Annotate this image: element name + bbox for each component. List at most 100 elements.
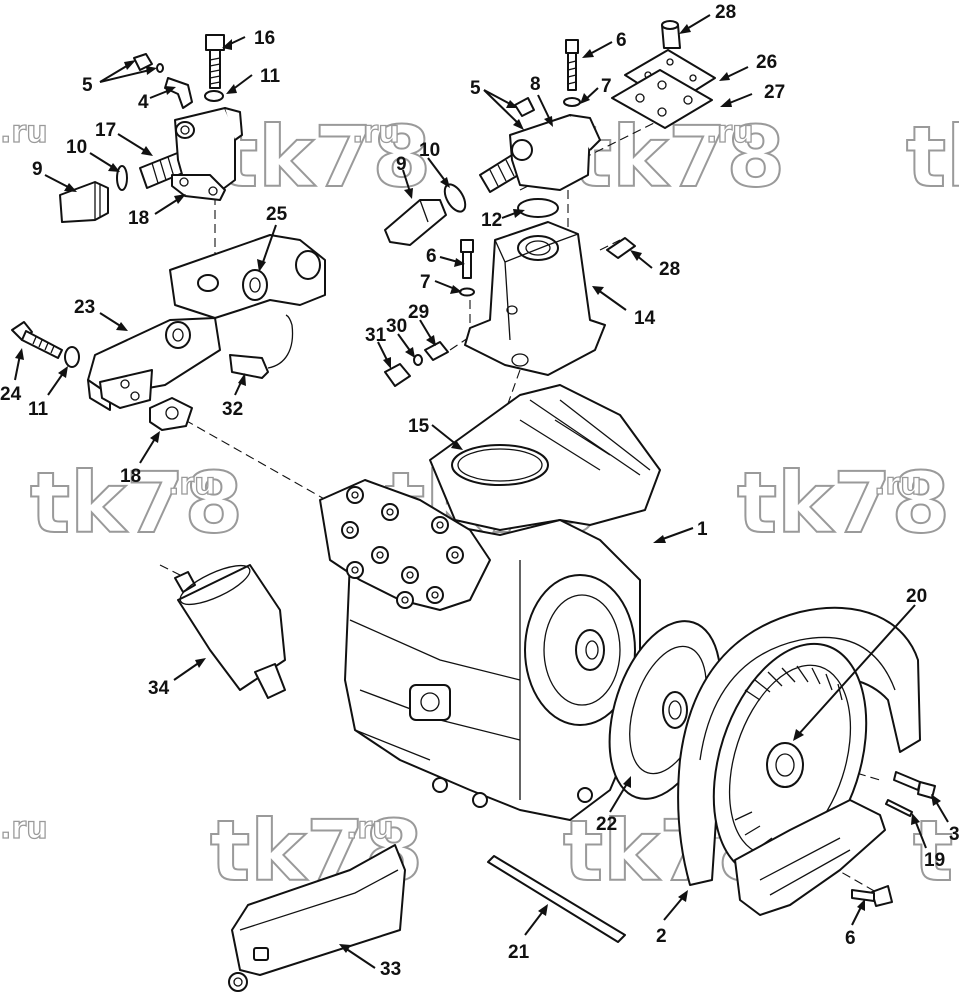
filter-34 xyxy=(174,564,286,699)
watermark-brand-partial: tk xyxy=(913,802,959,900)
callout-34: 34 xyxy=(148,678,170,699)
fitting-29 xyxy=(424,341,449,361)
leader-18a xyxy=(154,194,186,215)
o-ring-10 xyxy=(116,165,128,191)
callout-23: 23 xyxy=(74,297,95,318)
washer-7-mid xyxy=(459,287,475,297)
watermark-suffix: .ru xyxy=(352,115,400,150)
leader-10 xyxy=(89,152,120,172)
leader-2 xyxy=(663,890,688,921)
bolt-19 xyxy=(893,771,936,799)
callout-11: 11 xyxy=(260,66,281,87)
leader-26 xyxy=(719,66,749,81)
cap-31 xyxy=(384,363,411,387)
watermark-fragment: .ru xyxy=(0,115,48,150)
leader-18b xyxy=(139,431,160,464)
watermark-brand: tk78 xyxy=(572,108,785,206)
leader-21 xyxy=(524,904,548,936)
gasket-18-lower xyxy=(149,397,193,431)
cap-5 xyxy=(133,53,164,73)
watermark-fragment: .ru xyxy=(0,811,48,846)
elbow-fitting-4 xyxy=(164,77,193,109)
callout-9: 9 xyxy=(32,159,43,180)
callout-8: 8 xyxy=(530,74,541,95)
callout-11b: 11 xyxy=(28,399,49,420)
leader-25 xyxy=(257,224,277,272)
leader-7b xyxy=(434,280,462,294)
leader-23 xyxy=(99,312,128,331)
cap-28-top xyxy=(661,20,681,49)
callout-1: 1 xyxy=(697,519,708,540)
leader-16 xyxy=(222,36,246,50)
leader-11 xyxy=(226,74,253,94)
callout-4: 4 xyxy=(138,92,149,113)
leader-arrows xyxy=(14,14,949,969)
callout-6c: 6 xyxy=(845,928,856,949)
callout-15: 15 xyxy=(408,416,430,437)
callout-7b: 7 xyxy=(420,272,431,293)
leader-10b xyxy=(427,157,450,188)
gasket-27 xyxy=(611,69,713,129)
watermark-suffix: .ru xyxy=(168,467,216,502)
callout-19: 19 xyxy=(924,850,945,871)
callout-21: 21 xyxy=(508,942,530,963)
leader-3 xyxy=(931,794,949,823)
washer-11-left xyxy=(64,346,80,368)
leader-9b xyxy=(402,169,413,199)
leader-33 xyxy=(339,944,376,969)
head-bolts xyxy=(341,486,464,609)
leader-28b xyxy=(630,250,653,269)
o-ring-30 xyxy=(413,354,423,366)
fitting-nut-9 xyxy=(59,181,109,223)
callout-20: 20 xyxy=(906,586,927,607)
callout-24: 24 xyxy=(0,384,22,405)
callout-labels: 16 11 5 4 17 10 9 18 25 23 24 11 32 18 2… xyxy=(0,2,959,980)
callout-28b: 28 xyxy=(659,259,680,280)
callout-33: 33 xyxy=(380,959,401,980)
callout-25: 25 xyxy=(266,204,288,225)
fitting-nut-9-right xyxy=(384,199,447,246)
watermark-suffix: .ru xyxy=(874,467,922,502)
gasket-18-top xyxy=(171,174,226,201)
callout-29: 29 xyxy=(408,302,429,323)
callout-22: 22 xyxy=(596,814,617,835)
leader-5a xyxy=(99,60,136,83)
leader-31 xyxy=(377,341,391,369)
leader-22 xyxy=(609,776,631,813)
callout-10b: 10 xyxy=(419,140,440,161)
callout-6b: 6 xyxy=(426,246,437,267)
bolt-6-mid xyxy=(460,239,474,279)
watermark-brand: tk78 xyxy=(218,108,431,206)
leader-1 xyxy=(653,527,694,543)
service-valve-23 xyxy=(87,234,326,411)
leader-6b xyxy=(439,256,465,267)
bolt-6-lower xyxy=(851,885,893,907)
callout-3: 3 xyxy=(949,824,959,845)
pin-19 xyxy=(885,799,913,817)
housing-14 xyxy=(464,221,606,376)
tool-33 xyxy=(228,844,406,992)
sensor-32 xyxy=(229,314,294,379)
callout-5b: 5 xyxy=(470,78,481,99)
leader-6a xyxy=(582,41,613,58)
washer-11-top xyxy=(204,90,224,102)
callout-18b: 18 xyxy=(120,466,141,487)
callout-12: 12 xyxy=(481,210,502,231)
leader-6c xyxy=(851,899,865,926)
callout-9b: 9 xyxy=(396,154,407,175)
leader-12 xyxy=(501,209,525,219)
bolt-24 xyxy=(11,321,63,359)
cap-28-right xyxy=(606,237,636,259)
leader-4 xyxy=(149,86,176,99)
leader-15 xyxy=(431,424,463,450)
leader-19 xyxy=(911,813,927,849)
leader-28a xyxy=(679,14,711,34)
leader-5b xyxy=(99,66,157,83)
left-valve-assembly xyxy=(59,34,243,223)
callout-30: 30 xyxy=(386,316,407,337)
leader-32 xyxy=(234,373,246,396)
callout-28a: 28 xyxy=(715,2,736,23)
leader-24 xyxy=(14,348,24,381)
leader-14 xyxy=(592,286,627,311)
